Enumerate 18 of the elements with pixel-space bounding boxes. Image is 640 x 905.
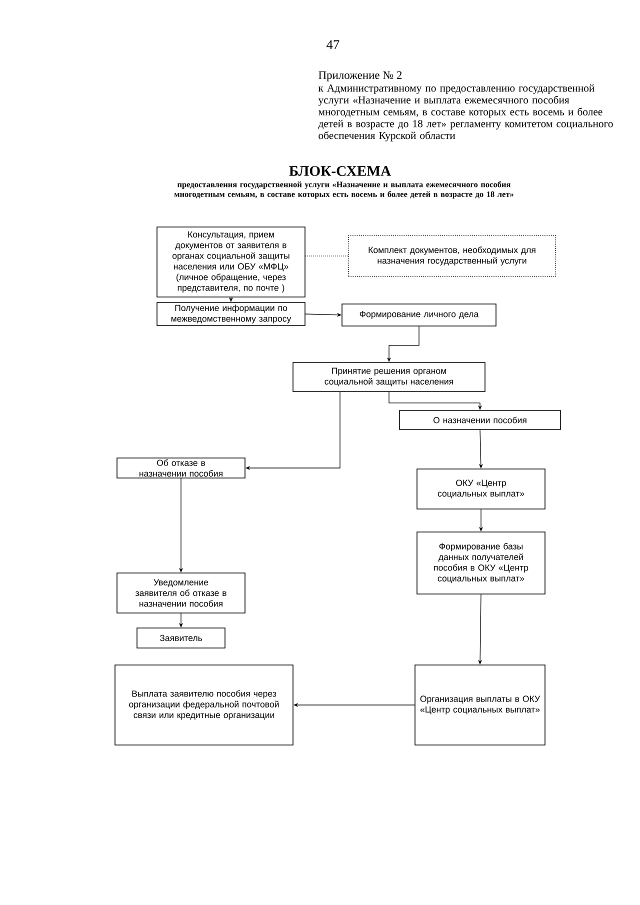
process-box: Формирование базы данных получателей пособия в ОКУ «Центр социальных выплат» xyxy=(416,532,546,594)
process-box: Получение информации по межведомственному запросу xyxy=(156,302,306,326)
page-number: 47 xyxy=(326,40,340,50)
process-box: Уведомление заявителя об отказе в назначении пособия xyxy=(116,572,246,614)
appendix-heading: Приложение № 2 xyxy=(318,71,402,82)
process-box: Консультация, прием документов от заявителя в органах социальной защиты населения или ОБУ «МФЦ» (личное обращение, через представителя, по почте ) xyxy=(156,226,306,298)
title: БЛОК-СХЕМА xyxy=(289,166,391,176)
process-box: Принятие решения органом социальной защиты населения xyxy=(292,362,486,392)
appendix-note: к Административному по предоставлению государственной услуги «Назначение и выплата ежемесячного пособия многодетным семьям, в составе которых есть восемь и более детей в возрасте до 18 лет» регламенту комитетом социального обеспечения Курской области xyxy=(318,84,613,142)
process-box: О назначении пособия xyxy=(399,410,561,430)
process-box: Выплата заявителю пособия через организации федеральной почтовой связи или кредитные организации xyxy=(114,664,294,746)
note-box: Комплект документов, необходимых для назначения государственный услуги xyxy=(348,235,556,277)
process-box: Заявитель xyxy=(136,628,226,648)
process-box: Формирование личного дела xyxy=(342,304,496,326)
process-box: Об отказе в назначении пособия xyxy=(116,458,246,478)
process-box: ОКУ «Центр социальных выплат» xyxy=(416,468,546,510)
subtitle: предоставления государственной услуги «Назначение и выплата ежемесячного пособия многодетным семьям, в составе которых есть восемь и более детей в возрасте до 18 лет» xyxy=(174,181,514,199)
process-box: Организация выплаты в ОКУ «Центр социальных выплат» xyxy=(414,664,546,746)
